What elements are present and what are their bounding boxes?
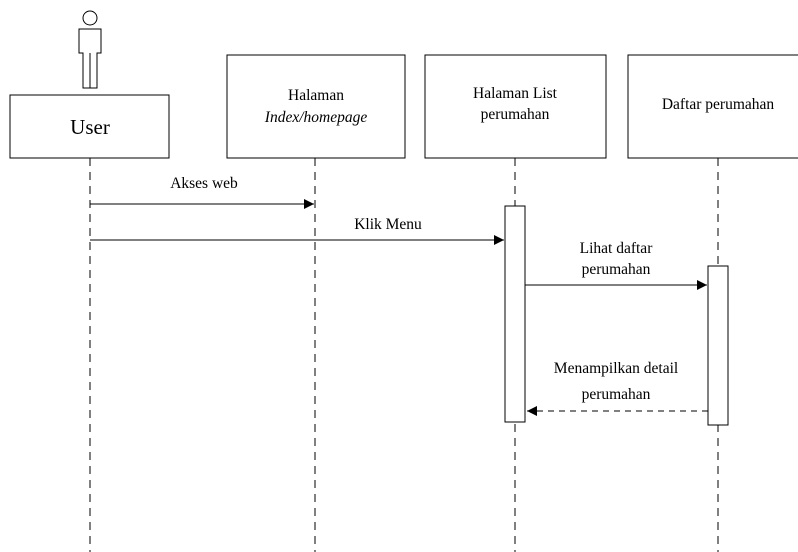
lifeline-label-list-line2: perumahan — [481, 106, 550, 123]
lifeline-label-user: User — [70, 115, 110, 139]
lifeline-box-index — [226, 54, 406, 159]
activation-bar-list — [504, 205, 526, 423]
message-label-lihat-daftar-line2: perumahan — [582, 261, 651, 278]
lifeline-label-daftar: Daftar perumahan — [662, 96, 775, 113]
activation-bar-daftar — [707, 265, 729, 426]
lifeline-label-index-line2: Index/homepage — [264, 109, 368, 126]
lifeline-box-daftar — [627, 54, 798, 159]
lifeline-label-list-line1: Halaman List — [473, 85, 558, 102]
message-label-lihat-daftar-line1: Lihat daftar — [580, 240, 654, 257]
lifeline-box-list — [424, 54, 607, 159]
message-label-menampilkan-detail-line1: Menampilkan detail — [554, 360, 678, 377]
message-label-klik-menu: Klik Menu — [354, 216, 422, 233]
message-label-akses-web: Akses web — [170, 175, 238, 192]
user-actor-icon — [78, 10, 102, 89]
message-label-menampilkan-detail-line2: perumahan — [582, 386, 651, 403]
lifeline-box-user — [9, 94, 170, 159]
lifeline-label-index-line1: Halaman — [288, 87, 344, 104]
